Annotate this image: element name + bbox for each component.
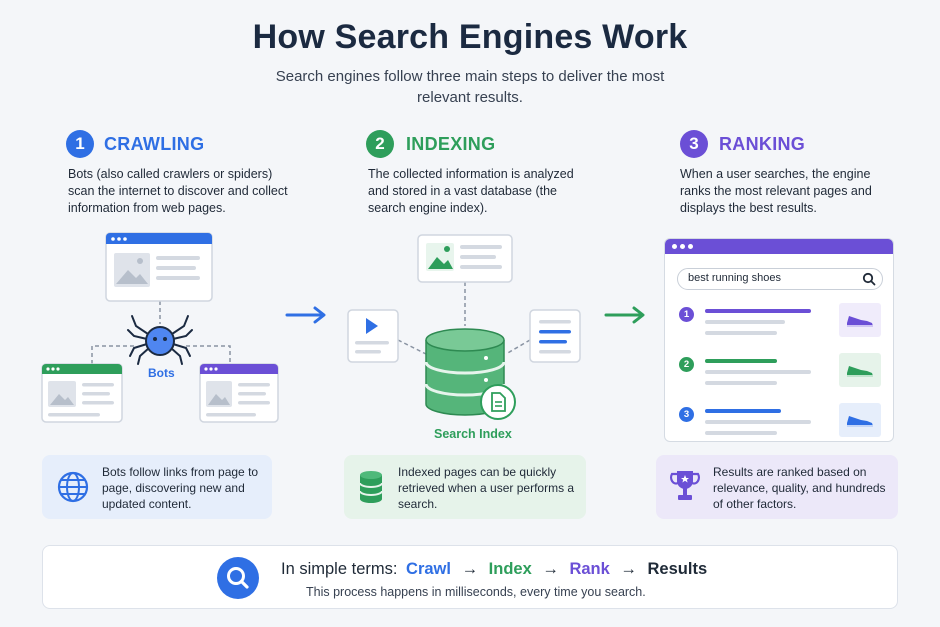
webpage-card-right	[199, 363, 279, 423]
flow-index: Index	[488, 560, 532, 578]
flow-arrow: →	[461, 560, 479, 578]
result-rank-3: 3	[679, 407, 694, 422]
summary-panel: In simple terms: Crawl → Index → Rank → …	[42, 545, 898, 609]
result-rank-1: 1	[679, 307, 694, 322]
search-index-label: Search Index	[434, 427, 512, 441]
result-2-thumbnail[interactable]	[839, 353, 881, 387]
ranking-info-text: Results are ranked based on relevance, q…	[713, 465, 886, 511]
webpage-card-left	[41, 363, 123, 423]
flow-rank: Rank	[569, 560, 610, 578]
step-2-description: The collected information is analyzed an…	[368, 167, 574, 215]
flow-crawl: Crawl	[406, 560, 451, 578]
result-1-thumbnail[interactable]	[839, 303, 881, 337]
crawling-info-text: Bots follow links from page to page, dis…	[102, 465, 259, 511]
step-2-title: INDEXING	[406, 134, 496, 154]
step-3-title: RANKING	[719, 134, 806, 154]
flow-arrow-1	[285, 306, 326, 324]
window-titlebar	[665, 239, 893, 254]
trophy-icon	[669, 471, 701, 500]
video-content-card	[347, 309, 399, 363]
search-query-text: best running shoes	[688, 272, 781, 284]
result-rank-2: 2	[679, 357, 694, 372]
flow-results: Results	[647, 560, 708, 578]
flow-arrow: →	[620, 560, 637, 578]
flow-arrow-2	[604, 306, 645, 324]
webpage-card-top	[105, 232, 213, 302]
database-icon	[359, 471, 383, 503]
search-icon[interactable]	[862, 272, 876, 286]
indexing-illustration	[347, 234, 581, 420]
page-subtitle: Search engines follow three main steps t…	[275, 68, 665, 106]
search-icon	[217, 557, 259, 599]
image-icon	[426, 243, 454, 271]
flow-arrow: →	[542, 560, 559, 578]
result-2-title-bar	[705, 359, 777, 363]
text-content-card	[529, 309, 581, 363]
shoe-icon	[847, 416, 873, 427]
step-2-number: 2	[366, 130, 394, 158]
ranking-info-box: Results are ranked based on relevance, q…	[656, 455, 898, 519]
summary-flow: In simple terms: Crawl → Index → Rank → …	[281, 560, 707, 579]
document-icon	[480, 384, 516, 420]
step-1-description: Bots (also called crawlers or spiders) s…	[68, 167, 288, 215]
image-content-card	[417, 234, 513, 283]
result-3-thumbnail[interactable]	[839, 403, 881, 437]
crawling-illustration	[41, 232, 279, 423]
result-3-title-bar	[705, 409, 781, 413]
page-title: How Search Engines Work	[252, 18, 688, 56]
result-1-title-bar	[705, 309, 811, 313]
video-icon	[366, 318, 378, 334]
bots-label: Bots	[148, 366, 175, 380]
globe-icon	[57, 471, 89, 503]
search-input[interactable]: best running shoes	[677, 268, 883, 290]
search-results-window: best running shoes 1 2 3	[664, 238, 894, 442]
step-3-description: When a user searches, the engine ranks t…	[680, 167, 872, 215]
step-3-number: 3	[680, 130, 708, 158]
step-1-number: 1	[66, 130, 94, 158]
step-1-title: CRAWLING	[104, 134, 205, 154]
shoe-icon	[847, 316, 873, 327]
indexing-info-text: Indexed pages can be quickly retrieved w…	[398, 465, 575, 511]
summary-note: This process happens in milliseconds, ev…	[306, 585, 646, 599]
spider-icon	[127, 315, 193, 365]
shoe-icon	[847, 366, 873, 377]
summary-prefix: In simple terms:	[281, 560, 398, 578]
crawling-info-box: Bots follow links from page to page, dis…	[42, 455, 272, 519]
indexing-info-box: Indexed pages can be quickly retrieved w…	[344, 455, 586, 519]
